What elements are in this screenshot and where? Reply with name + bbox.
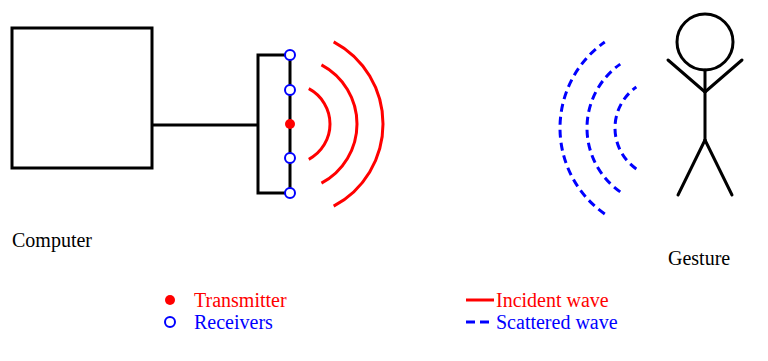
scattered-arc	[560, 42, 605, 214]
legend-label: Receivers	[194, 310, 273, 334]
legend-ring	[165, 317, 175, 327]
scattered-arc	[587, 64, 620, 192]
figure-arm	[705, 60, 742, 92]
stick-figure	[668, 14, 742, 195]
legend-dot	[165, 295, 175, 305]
receiver-dot	[285, 188, 295, 198]
incident-arc	[321, 65, 357, 183]
legend-label: Incident wave	[496, 288, 609, 312]
figure-head	[677, 14, 733, 70]
legend-line	[466, 321, 494, 324]
legend-sample	[462, 312, 498, 332]
transmitter-dot	[285, 119, 295, 129]
receivers	[285, 50, 295, 198]
receiver-dot	[285, 50, 295, 60]
legend-line	[466, 299, 494, 302]
legend-sample	[462, 290, 498, 310]
incident-arc	[334, 42, 383, 206]
computer-box	[12, 28, 152, 168]
legend-label: Scattered wave	[496, 310, 618, 334]
caption-label: Gesture	[668, 246, 730, 270]
figure-leg	[705, 140, 732, 195]
receiver-dot	[285, 85, 295, 95]
receiver-dot	[285, 153, 295, 163]
figure-leg	[678, 140, 705, 195]
cable	[152, 124, 258, 127]
incident-wave	[309, 42, 383, 206]
scattered-wave	[560, 42, 636, 214]
legend-sample	[160, 312, 196, 332]
figure-body	[704, 70, 707, 140]
caption-label: Computer	[12, 228, 92, 252]
incident-arc	[309, 89, 330, 160]
legend-sample	[160, 290, 196, 310]
figure-arm	[668, 60, 705, 92]
scattered-arc	[615, 87, 636, 169]
legend-label: Transmitter	[194, 288, 287, 312]
